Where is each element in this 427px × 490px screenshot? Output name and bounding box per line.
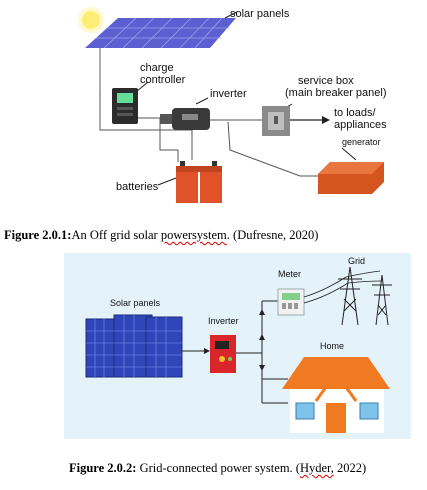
- transmission-tower-icon-2: [372, 274, 392, 326]
- sun-icon: [78, 7, 104, 33]
- solar-panel-icon: [85, 17, 236, 92]
- label-batteries: batteries: [116, 181, 159, 193]
- label-solar-panels-2: Solar panels: [110, 298, 161, 308]
- label-inverter-2: Inverter: [208, 316, 239, 326]
- solar-panels-icon: [85, 314, 183, 378]
- figure2-caption-text-b: Hyder,: [299, 461, 334, 475]
- label-home: Home: [320, 341, 345, 351]
- figure2-caption-text-a: Grid-connected power system. (: [136, 461, 300, 475]
- inverter-box-icon: [210, 335, 236, 373]
- figure1-caption-text-a: An Off grid solar: [71, 228, 161, 242]
- figure1-diagram: [78, 7, 384, 203]
- charge-controller-icon: [112, 88, 138, 124]
- label-charge-controller-line2: controller: [140, 74, 186, 86]
- house-icon: [282, 357, 390, 433]
- label-meter: Meter: [278, 269, 302, 279]
- label-grid: Grid: [348, 256, 366, 266]
- inverter-icon: [160, 108, 210, 130]
- figure2-drawing: [85, 266, 392, 433]
- label-loads-line1: to loads/: [334, 107, 376, 119]
- generator-icon: [318, 162, 384, 194]
- figure1-caption-label: Figure 2.0.1:: [4, 228, 72, 242]
- meter-icon: [277, 288, 305, 316]
- figure1-caption-text-b: powersystem: [160, 228, 227, 242]
- label-generator: generator: [342, 137, 381, 147]
- label-service-box-line2: (main breaker panel): [285, 87, 387, 99]
- figure1-caption-text-c: . (Dufresne, 2020): [226, 228, 319, 242]
- figure2-diagram: Solar panels Inverter Meter Grid Home: [64, 253, 411, 439]
- figure1-caption: Figure 2.0.1:An Off grid solar powersyst…: [4, 228, 318, 243]
- transmission-tower-icon: [338, 266, 362, 326]
- figure2-caption-label: Figure 2.0.2:: [69, 461, 137, 475]
- label-charge-controller-line1: charge: [140, 62, 174, 74]
- label-service-box-line1: service box: [298, 75, 354, 87]
- label-solar-panels: solar panels: [230, 8, 290, 20]
- figure2-caption-text-c: 2022): [333, 461, 367, 475]
- label-inverter: inverter: [210, 88, 247, 100]
- figure2-caption: Figure 2.0.2: Grid-connected power syste…: [69, 461, 366, 476]
- label-loads-line2: appliances: [334, 119, 387, 131]
- battery-icon: [176, 161, 222, 203]
- service-box-icon: [262, 106, 290, 136]
